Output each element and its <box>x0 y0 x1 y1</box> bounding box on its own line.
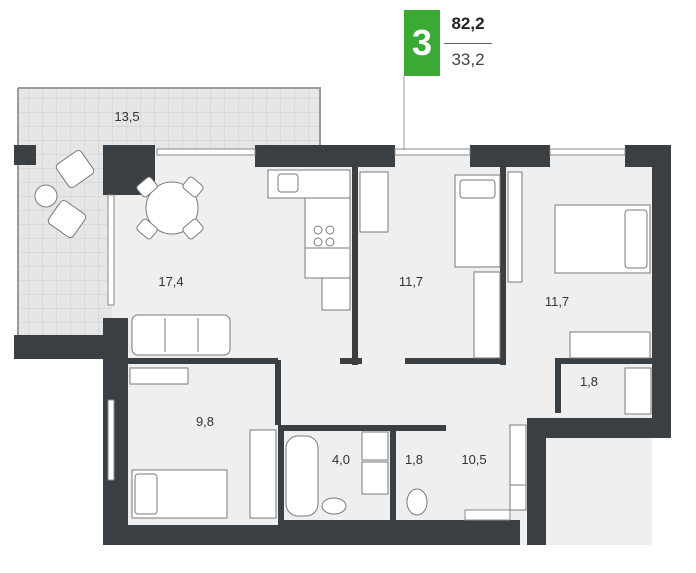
bedroom-right-area: 11,7 <box>545 294 569 309</box>
balcony-area: 13,5 <box>114 109 139 124</box>
bedroom-middle-area: 11,7 <box>399 274 423 289</box>
walls <box>103 145 671 545</box>
living-area: 33,2 <box>451 50 485 69</box>
windows <box>107 148 626 521</box>
living-room-area: 17,4 <box>158 274 183 289</box>
badge-divider <box>444 43 492 44</box>
furniture <box>34 149 652 519</box>
total-area: 82,2 <box>451 14 485 33</box>
bedroom-left-area: 9,8 <box>196 414 214 429</box>
bathroom-area: 4,0 <box>332 452 350 467</box>
closet-area: 1,8 <box>580 374 598 389</box>
room-count: 3 <box>404 10 440 76</box>
hallway-area: 10,5 <box>461 452 486 467</box>
toilet-area: 1,8 <box>405 452 423 467</box>
apartment-badge: 3 82,2 33,2 <box>404 10 492 76</box>
